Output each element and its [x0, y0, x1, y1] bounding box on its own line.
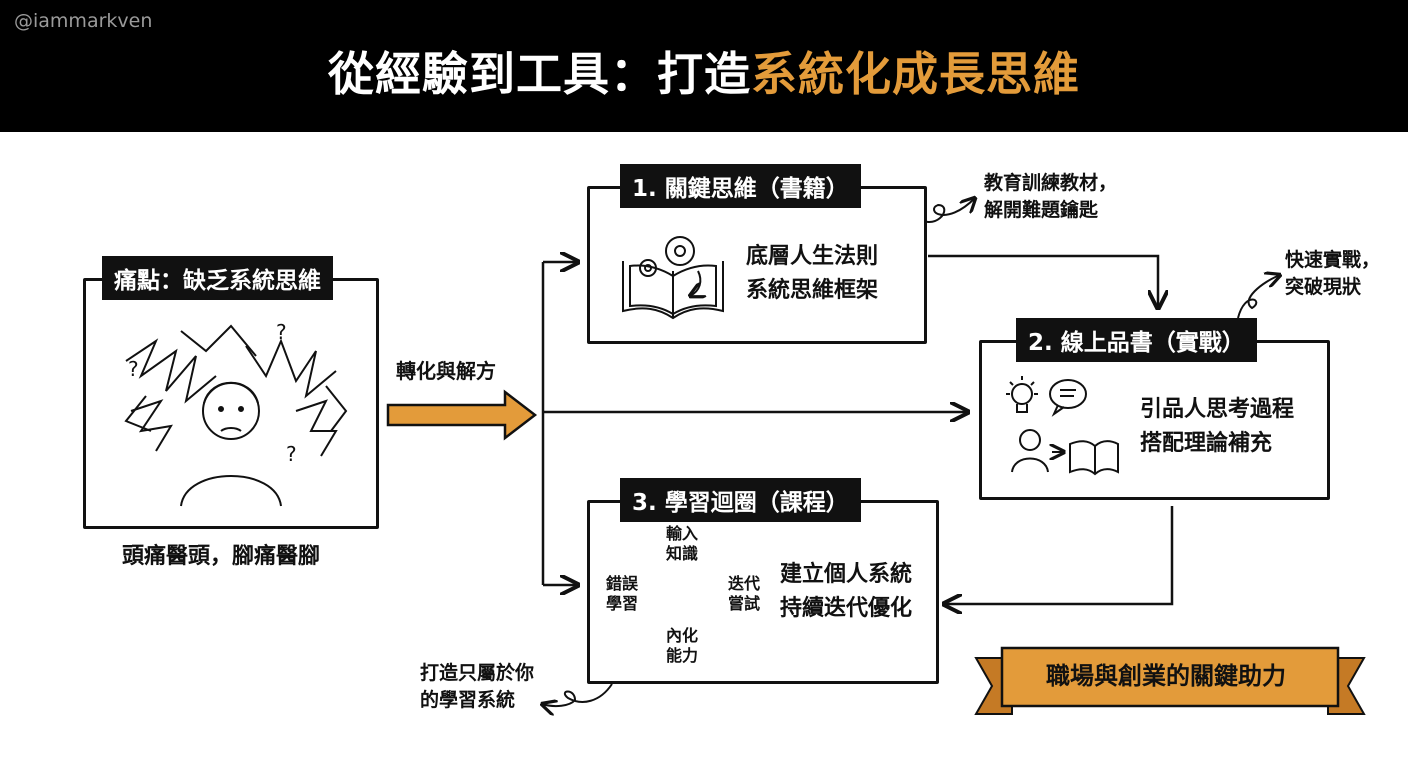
- course-note-1: 打造只屬於你: [420, 662, 535, 684]
- cycle-error-line-2: 學習: [606, 594, 639, 613]
- course-tag: 3. 學習迴圈（課程）: [620, 478, 861, 522]
- transform-label: 轉化與解方: [396, 359, 496, 383]
- title-accent: 系統化成長思維: [751, 47, 1080, 101]
- cycle-iterate-line-2: 嘗試: [728, 594, 761, 613]
- course-line-2: 持續迭代優化: [780, 596, 913, 621]
- cycle-error: 錯誤 學習: [606, 574, 638, 614]
- online-box: [979, 340, 1330, 500]
- book-gears-icon: [622, 236, 724, 320]
- idea-chat-reader-icon: [1006, 376, 1119, 476]
- pain-caption: 頭痛醫頭，腳痛醫腳: [122, 544, 321, 569]
- svg-text:?: ?: [128, 357, 139, 381]
- page-title: 從經驗到工具：打造系統化成長思維: [0, 38, 1408, 104]
- pain-box: ? ? ?: [83, 278, 379, 529]
- books-note-2: 解開難題鑰匙: [984, 199, 1099, 221]
- watermark: @iammarkven: [14, 10, 153, 32]
- cycle-internalize: 內化 能力: [666, 626, 698, 666]
- books-tag: 1. 關鍵思維（書籍）: [620, 164, 861, 208]
- books-line-2: 系統思維框架: [746, 278, 879, 303]
- cycle-input: 輸入 知識: [666, 524, 698, 564]
- header-bar: @iammarkven 從經驗到工具：打造系統化成長思維: [0, 0, 1408, 132]
- books-note-1: 教育訓練教材，: [984, 172, 1118, 194]
- course-box: [587, 500, 939, 684]
- online-line-2: 搭配理論補充: [1140, 431, 1273, 456]
- online-line-1: 引品人思考過程: [1140, 397, 1295, 422]
- cycle-iterate: 迭代 嘗試: [728, 574, 760, 614]
- cycle-input-line-2: 知識: [666, 544, 699, 563]
- online-note-1: 快速實戰，: [1285, 249, 1381, 271]
- svg-text:?: ?: [276, 320, 287, 344]
- cycle-error-line-1: 錯誤: [606, 574, 639, 593]
- confused-person-icon: ? ? ?: [124, 320, 348, 507]
- cycle-internalize-line-1: 內化: [666, 626, 699, 645]
- ribbon-banner: [974, 646, 1366, 715]
- online-tag: 2. 線上品書（實戰）: [1016, 318, 1257, 362]
- cycle-input-line-1: 輸入: [666, 524, 699, 543]
- svg-text:?: ?: [286, 442, 297, 466]
- banner-text: 職場與創業的關鍵助力: [1046, 662, 1286, 690]
- books-line-1: 底層人生法則: [746, 244, 879, 269]
- title-plain: 從經驗到工具：打造: [328, 47, 751, 101]
- course-note-2: 的學習系統: [420, 689, 516, 711]
- transform-arrow: [386, 389, 538, 441]
- course-line-1: 建立個人系統: [780, 562, 913, 587]
- pain-tag: 痛點：缺乏系統思維: [102, 256, 333, 300]
- online-note-2: 突破現狀: [1285, 276, 1362, 298]
- cycle-internalize-line-2: 能力: [666, 646, 699, 665]
- cycle-iterate-line-1: 迭代: [728, 574, 761, 593]
